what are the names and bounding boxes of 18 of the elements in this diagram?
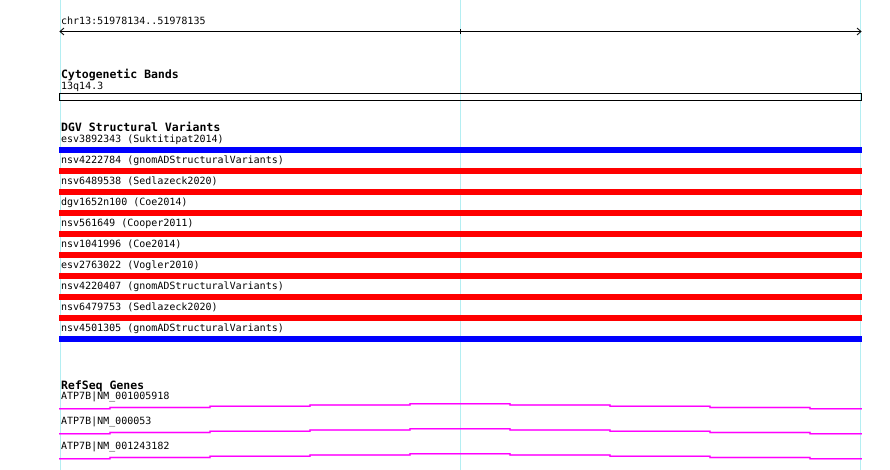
- variant-label: dgv1652n100 (Coe2014): [61, 197, 188, 209]
- variant-label: nsv6479753 (Sedlazeck2020): [61, 302, 218, 314]
- variant-label: nsv6489538 (Sedlazeck2020): [61, 176, 218, 188]
- variant-label: nsv4220407 (gnomADStructuralVariants): [61, 281, 284, 293]
- band-label: 13q14.3: [61, 81, 104, 93]
- variant-label: nsv4501305 (gnomADStructuralVariants): [61, 323, 284, 335]
- transcript-label: ATP7B|NM_001005918: [61, 391, 170, 403]
- variant-label: esv3892343 (Suktitipat2014): [61, 134, 224, 146]
- track-title: Cytogenetic Bands: [61, 67, 179, 81]
- coordinate-label: chr13:51978134..51978135: [61, 16, 206, 28]
- transcript-label: ATP7B|NM_001243182: [61, 441, 170, 453]
- track-title: RefSeq Genes: [61, 378, 144, 392]
- variant-label: nsv4222784 (gnomADStructuralVariants): [61, 155, 284, 167]
- variant-label: esv2763022 (Vogler2010): [61, 260, 200, 272]
- variant-label: nsv561649 (Cooper2011): [61, 218, 194, 230]
- track-title: DGV Structural Variants: [61, 120, 220, 134]
- variant-label: nsv1041996 (Coe2014): [61, 239, 182, 251]
- transcript-label: ATP7B|NM_000053: [61, 416, 152, 428]
